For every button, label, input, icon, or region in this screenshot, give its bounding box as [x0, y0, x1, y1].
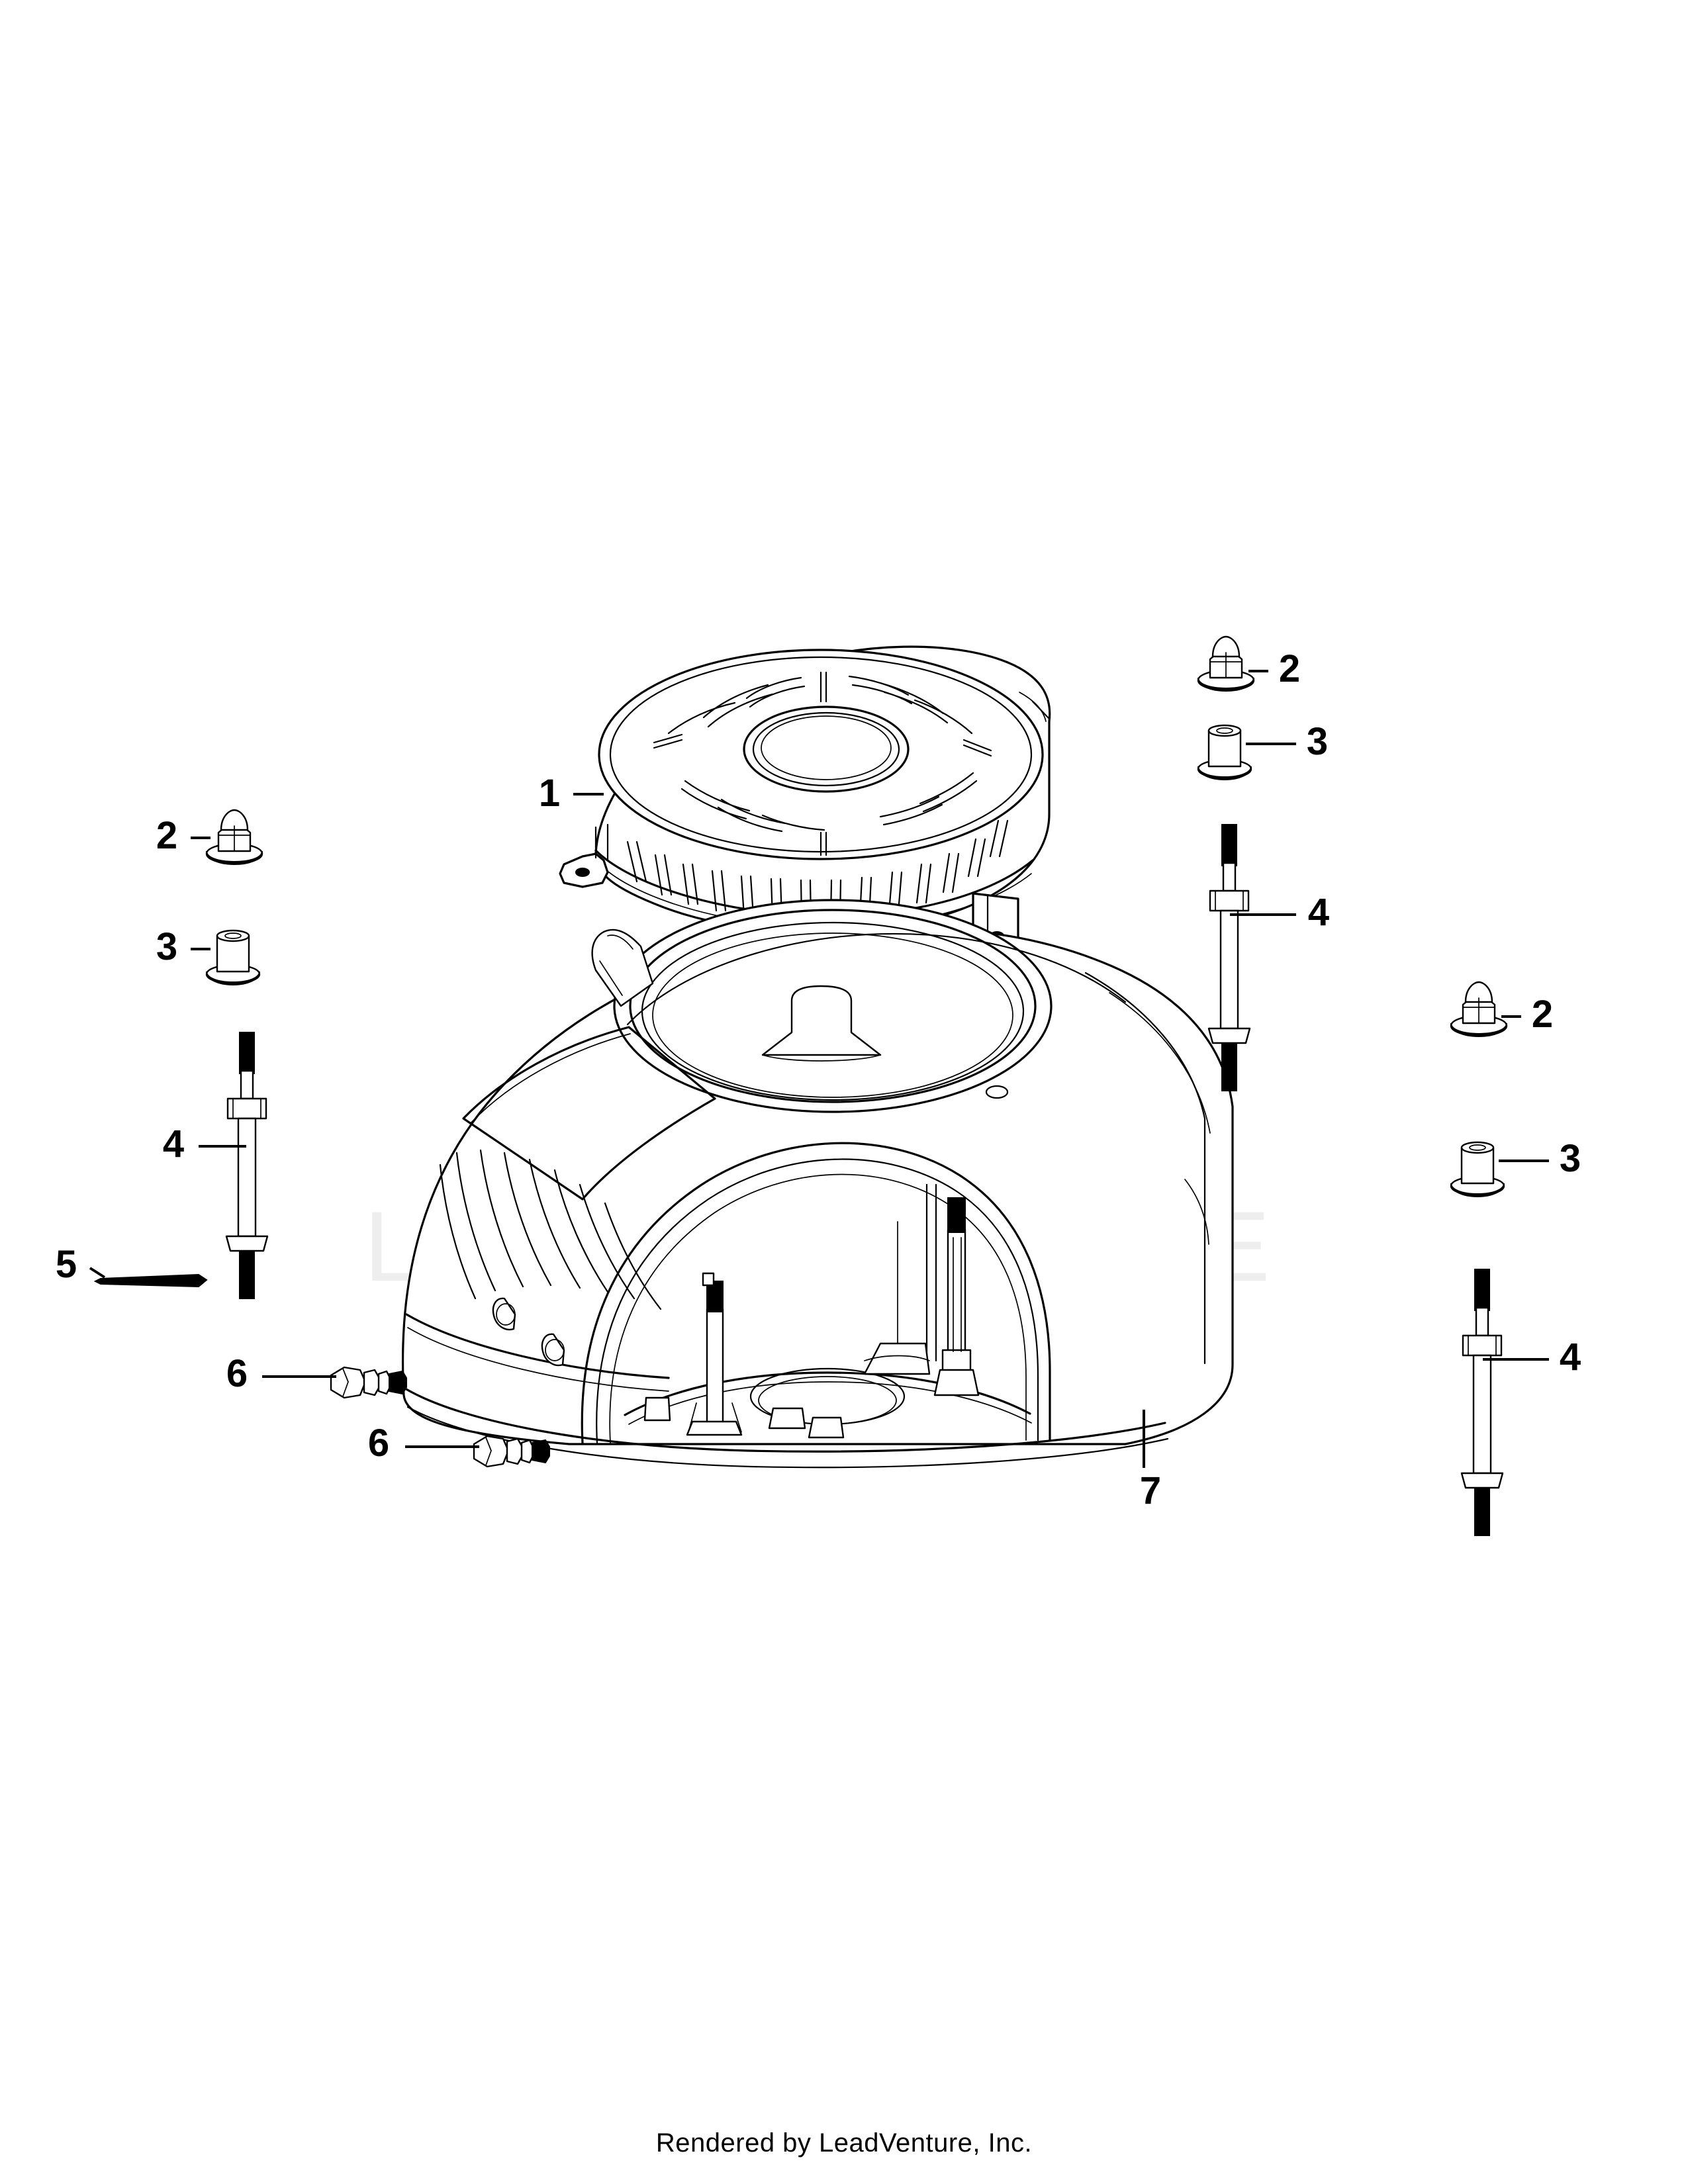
- callout-3c[interactable]: 3: [1560, 1137, 1581, 1180]
- housing-interior-stud-left: [686, 1272, 743, 1436]
- part-flange-bushing-upper-right: [1197, 724, 1252, 781]
- cover-top-louvers: [653, 671, 992, 757]
- part-hex-head-bolt-upper: [330, 1366, 407, 1399]
- callout-numbers: 1 2 3 4 5 6 6 2 3 4 2 3 4 7: [56, 647, 1581, 1512]
- part-blower-housing: [401, 899, 1234, 1469]
- housing-cooling-fins: [439, 1149, 662, 1310]
- callout-2b[interactable]: 2: [1279, 647, 1300, 690]
- footer-attribution: Rendered by LeadVenture, Inc.: [655, 2128, 1033, 2158]
- callout-4b[interactable]: 4: [1308, 891, 1329, 934]
- callout-2a[interactable]: 2: [156, 814, 177, 857]
- callout-4a[interactable]: 4: [163, 1122, 184, 1165]
- part-flange-cap-nut-lower-right: [1450, 981, 1508, 1038]
- callout-2c[interactable]: 2: [1532, 993, 1553, 1036]
- part-flange-cap-nut-left: [205, 809, 263, 866]
- callout-3b[interactable]: 3: [1307, 720, 1328, 763]
- leader-lines: [89, 670, 1549, 1468]
- housing-interior-stud-right: [933, 1197, 980, 1396]
- part-flange-cap-nut-upper-right: [1197, 635, 1255, 692]
- callout-7[interactable]: 7: [1140, 1469, 1161, 1512]
- cover-top-louvers-lower: [680, 772, 978, 856]
- part-stud-bolt-left: [225, 1032, 269, 1299]
- callout-5[interactable]: 5: [56, 1243, 77, 1286]
- part-stud-bolt-lower-right: [1460, 1269, 1504, 1536]
- part-hex-head-bolt-lower: [473, 1435, 550, 1468]
- part-flange-bushing-lower-right: [1450, 1141, 1505, 1198]
- part-flange-bushing-left: [205, 929, 261, 986]
- callout-6a[interactable]: 6: [226, 1352, 248, 1395]
- leader-5: [89, 1267, 106, 1279]
- callout-4c[interactable]: 4: [1560, 1336, 1581, 1379]
- callout-6b[interactable]: 6: [368, 1422, 389, 1465]
- callout-1[interactable]: 1: [539, 772, 560, 815]
- part-stud-bolt-upper-right: [1207, 824, 1251, 1091]
- part-retainer-clip: [93, 1273, 208, 1288]
- callout-3a[interactable]: 3: [156, 925, 177, 968]
